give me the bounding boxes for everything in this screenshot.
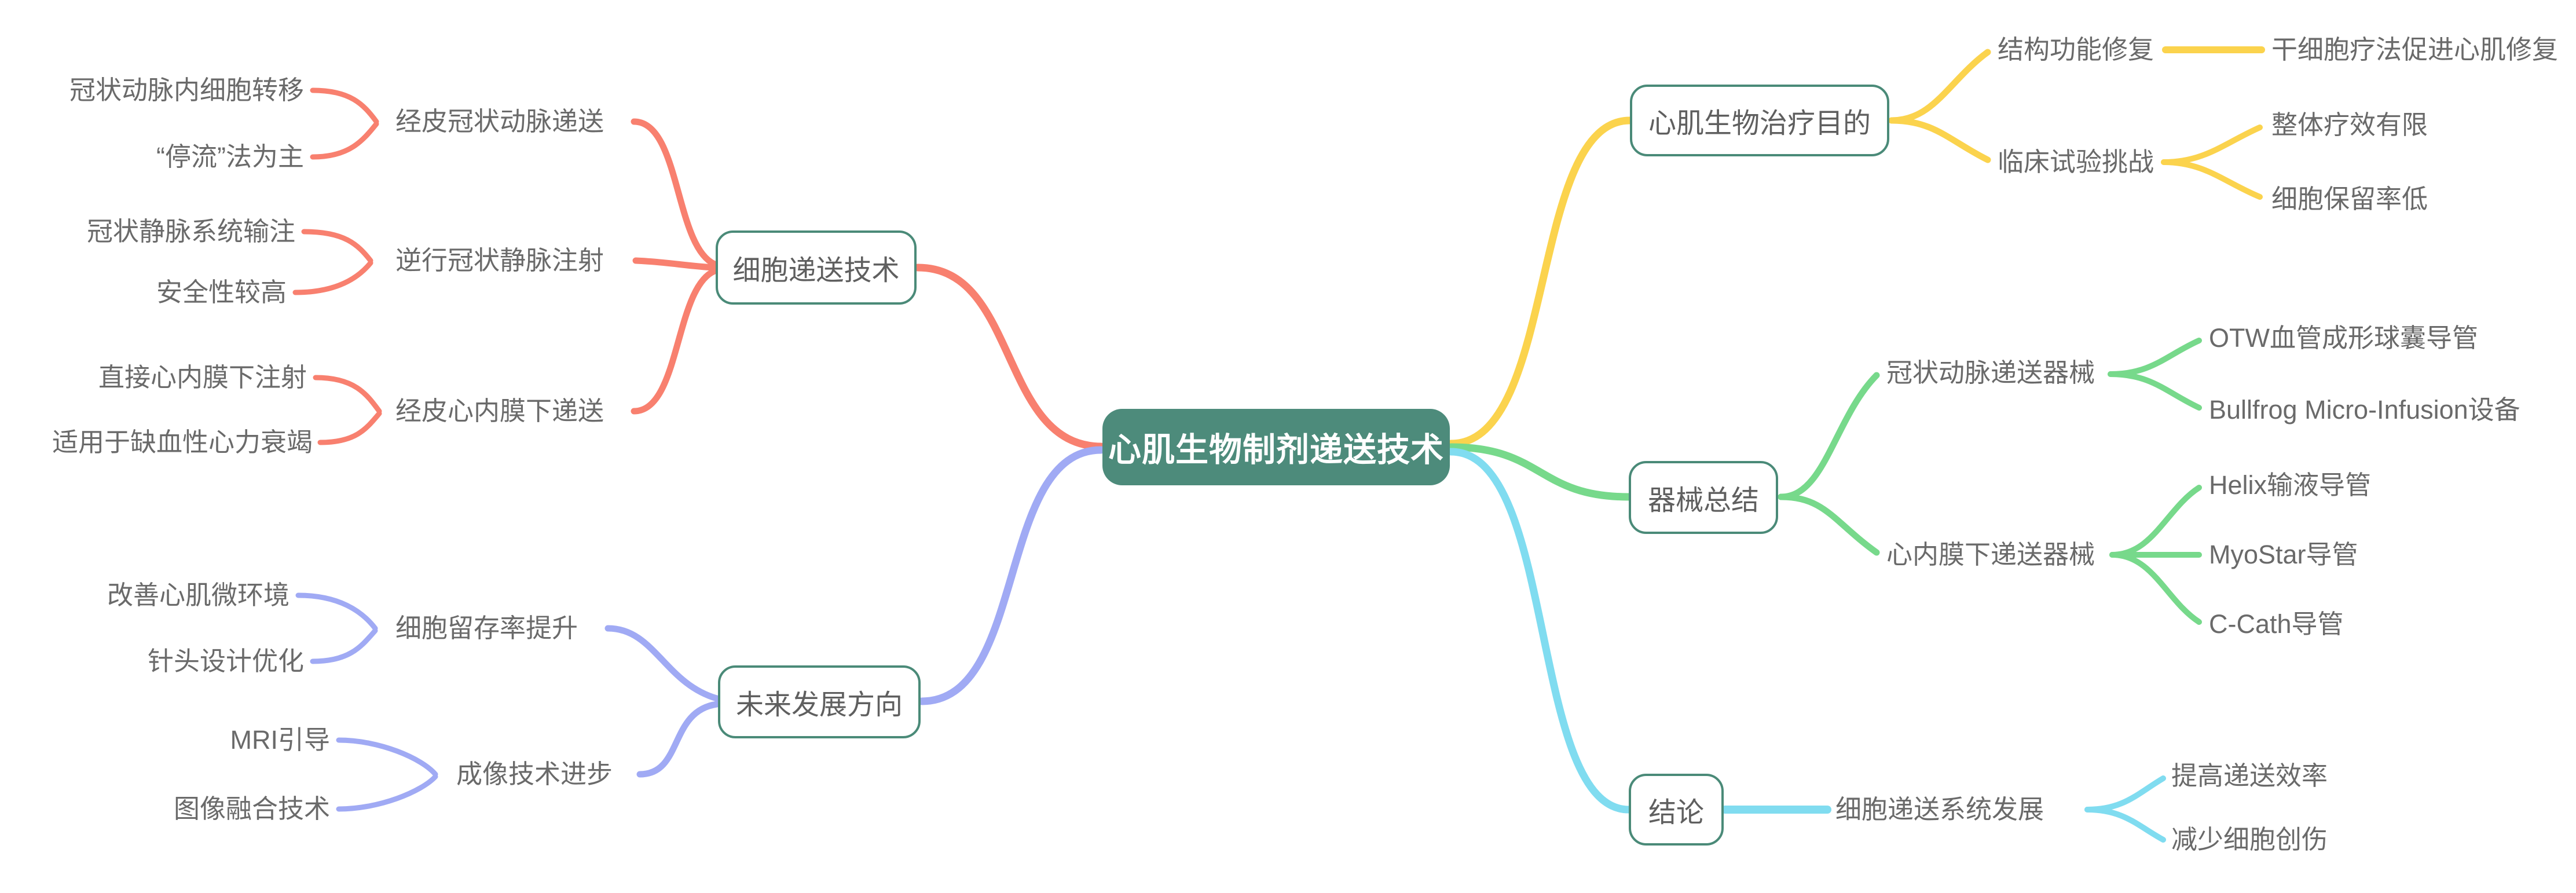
edge-yellow-root [1447,116,1634,448]
edge-green-leaf5 [2109,552,2202,625]
leaf-ischemic-heart-failure[interactable]: 适用于缺血性心力衰竭 [52,427,313,457]
edge-coral-leaf3 [301,229,373,263]
edge-peri-to-root [918,446,1105,705]
leaf-high-safety[interactable]: 安全性较高 [156,277,287,307]
subtopic-structural-functional-repair[interactable]: 结构功能修复 [1998,35,2154,64]
edge-peri-mid1 [604,625,720,702]
leaf-needle-design-optimization[interactable]: 针头设计优化 [147,646,304,676]
leaf-intracoronary-cell-transfer[interactable]: 冠状动脉内细胞转移 [69,75,304,105]
edge-yellow-leaf3 [2161,159,2263,200]
edge-coral-leaf2 [310,121,379,160]
edge-yellow-mid2 [1888,117,1991,163]
subtopic-subendocardial-delivery-devices[interactable]: 心内膜下递送器械 [1886,540,2095,569]
edge-coral-mid1 [631,118,718,268]
edge-peri-leaf3 [336,737,438,777]
edge-cyan-root [1447,448,1633,814]
leaf-myostar-catheter[interactable]: MyoStar导管 [2209,540,2358,569]
edge-green-mid1 [1778,372,1880,500]
leaf-limited-overall-efficacy[interactable]: 整体疗效有限 [2271,110,2428,140]
edge-peri-leaf4 [336,774,438,812]
branch-node-cell-delivery-tech[interactable]: 细胞递送技术 [716,230,917,305]
leaf-otw-balloon-catheter[interactable]: OTW血管成形球囊导管 [2209,323,2478,353]
subtopic-cell-retention-improvement[interactable]: 细胞留存率提升 [395,613,578,643]
edge-green-mid2 [1778,493,1880,556]
leaf-stop-flow-method[interactable]: “停流”法为主 [156,142,304,171]
edge-yellow-leaf2 [2161,125,2263,165]
edge-coral-leaf1 [310,87,379,125]
edge-coral-mid3 [631,268,718,415]
leaf-image-fusion-tech[interactable]: 图像融合技术 [173,794,330,824]
edge-green-leaf3 [2109,485,2202,558]
leaf-reduce-cell-trauma[interactable]: 减少细胞创伤 [2171,825,2328,854]
subtopic-cell-delivery-system-development[interactable]: 细胞递送系统发展 [1835,795,2044,824]
branch-node-future-directions[interactable]: 未来发展方向 [718,665,921,738]
leaf-bullfrog-device[interactable]: Bullfrog Micro-Infusion设备 [2209,395,2520,424]
leaf-stem-cell-repair[interactable]: 干细胞疗法促进心肌修复 [2271,35,2559,64]
edge-cyan-leaf1 [2084,775,2166,813]
subtopic-percutaneous-subendocardial-delivery[interactable]: 经皮心内膜下递送 [395,396,604,426]
leaf-helix-catheter[interactable]: Helix输液导管 [2209,470,2372,500]
leaf-mri-guidance[interactable]: MRI引导 [230,725,331,755]
edge-coral-leaf6 [317,411,382,445]
edge-peri-leaf2 [310,628,378,664]
subtopic-coronary-delivery-devices[interactable]: 冠状动脉递送器械 [1886,358,2095,387]
edge-coral-leaf4 [292,260,373,295]
leaf-low-cell-retention[interactable]: 细胞保留率低 [2271,184,2428,214]
root-node-myocardial-biologics-delivery[interactable]: 心肌生物制剂递送技术 [1102,409,1450,485]
edge-green-leaf2 [2108,371,2202,411]
edge-green-root [1447,443,1633,501]
edge-coral-leaf5 [313,375,382,414]
leaf-c-cath-catheter[interactable]: C-Cath导管 [2209,609,2344,639]
leaf-improve-myocardial-microenvironment[interactable]: 改善心肌微环境 [107,580,290,610]
leaf-improve-delivery-efficiency[interactable]: 提高递送效率 [2171,761,2328,790]
branch-node-biotherapy-goals[interactable]: 心肌生物治疗目的 [1630,85,1889,156]
edge-peri-mid2 [636,701,720,778]
leaf-coronary-venous-infusion[interactable]: 冠状静脉系统输注 [86,217,295,246]
edge-yellow-mid1 [1888,49,1991,124]
edge-peri-leaf1 [295,592,378,631]
branch-node-conclusion[interactable]: 结论 [1629,774,1724,846]
subtopic-retrograde-coronary-venous-injection[interactable]: 逆行冠状静脉注射 [395,246,604,275]
edge-coral-to-root [914,263,1105,451]
subtopic-percutaneous-coronary-delivery[interactable]: 经皮冠状动脉递送 [395,107,604,136]
branch-node-device-summary[interactable]: 器械总结 [1629,461,1778,534]
edge-green-leaf1 [2108,338,2202,377]
subtopic-imaging-tech-progress[interactable]: 成像技术进步 [456,759,613,789]
edge-cyan-leaf2 [2084,807,2166,843]
edge-coral-mid2 [632,257,718,271]
subtopic-clinical-trial-challenges[interactable]: 临床试验挑战 [1998,147,2154,177]
leaf-direct-subendocardial-injection[interactable]: 直接心内膜下注射 [98,363,307,392]
